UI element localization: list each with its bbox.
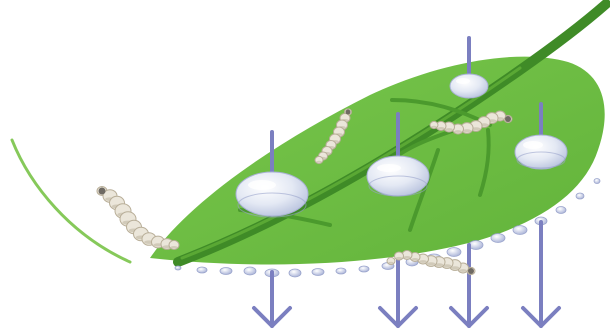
- dripping-droplet: [593, 178, 601, 184]
- leaf-stem: [10, 138, 132, 264]
- outgoing-arrow: [378, 253, 418, 328]
- outgoing-arrows: [252, 220, 561, 328]
- dripping-droplet: [219, 267, 233, 275]
- water-droplet: [235, 171, 309, 218]
- dripping-droplet: [243, 266, 257, 276]
- silkworm-larva: [429, 110, 513, 135]
- silkworm-larvae: [96, 108, 513, 276]
- dripping-droplet: [288, 268, 302, 278]
- leaf-vein: [408, 148, 440, 232]
- water-droplet: [514, 134, 568, 170]
- dripping-droplet: [174, 265, 182, 271]
- dripping-droplet: [490, 233, 506, 243]
- silkworm-larva: [386, 250, 476, 276]
- leaf-vein: [478, 128, 491, 197]
- dripping-droplet: [555, 206, 567, 214]
- dripping-droplet: [512, 225, 528, 235]
- water-droplet: [366, 155, 430, 197]
- outgoing-arrow: [521, 220, 561, 328]
- leaf-droplets: [235, 73, 568, 218]
- leaf-midrib: [173, 0, 610, 267]
- dripping-droplet: [311, 268, 325, 276]
- dripping-droplet: [335, 267, 347, 275]
- dripping-droplet: [358, 265, 370, 273]
- dripping-droplet: [468, 240, 484, 250]
- silkworm-larva: [96, 186, 180, 250]
- dripping-droplet: [575, 192, 585, 200]
- silkworm-larva: [314, 108, 352, 165]
- dripping-droplet: [196, 266, 208, 274]
- outgoing-arrow: [449, 243, 489, 328]
- water-droplet: [449, 73, 489, 99]
- outgoing-arrow: [252, 270, 292, 328]
- dripping-droplet: [446, 247, 462, 257]
